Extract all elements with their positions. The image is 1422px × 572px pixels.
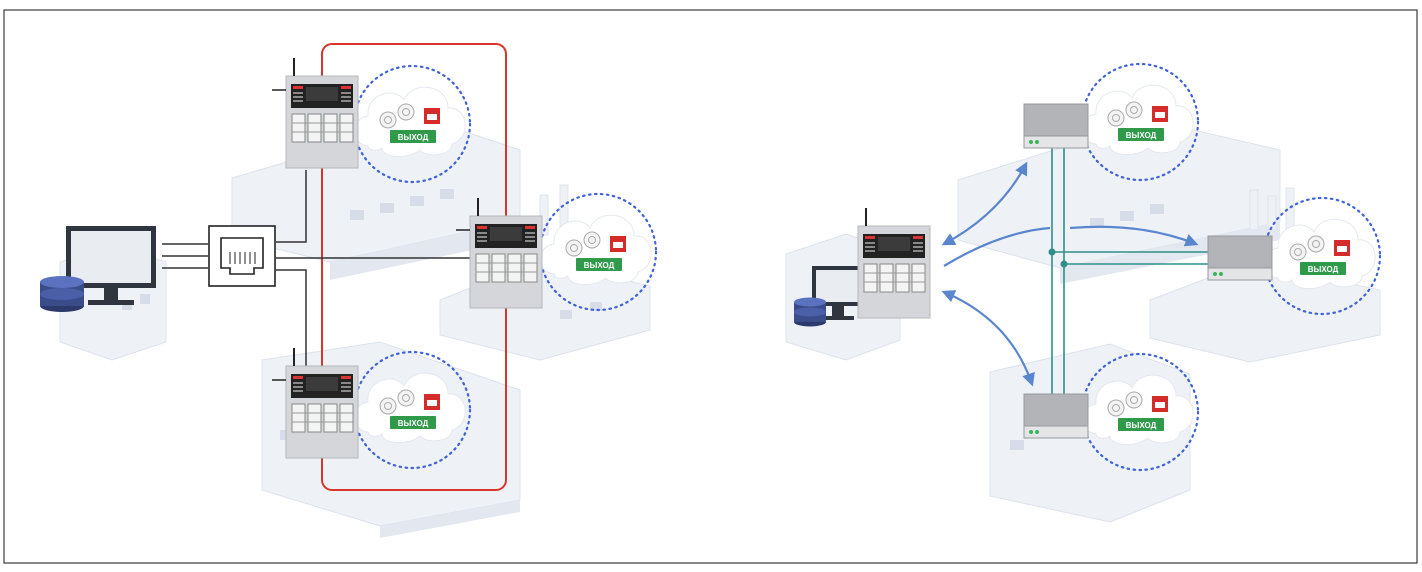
wireless-module-icon: [1207, 235, 1273, 281]
computer-monitor-icon: [812, 266, 864, 320]
radio-links: [941, 161, 1199, 387]
exit-sign-icon: ВЫХОД: [398, 419, 429, 428]
building-right-factory: [1149, 187, 1381, 363]
wireless-module-icon: [1023, 103, 1089, 149]
database-icon: [794, 297, 826, 327]
rj45-switch-icon: [208, 225, 276, 287]
exit-sign-icon: ВЫХОД: [584, 261, 615, 270]
left-scheme: ВЫХОД ВЫХОД ВЫХОД: [40, 43, 658, 538]
database-icon: [40, 276, 84, 312]
detector-cloud-top-left: ВЫХОД: [352, 64, 472, 184]
exit-sign-icon: ВЫХОД: [1308, 265, 1339, 274]
wireless-module-icon: [1023, 393, 1089, 439]
detector-cloud-middle-left: ВЫХОД: [538, 192, 658, 312]
exit-sign-icon: ВЫХОД: [1126, 421, 1157, 430]
ethernet-wires: [162, 170, 470, 370]
control-panel-icon: [272, 57, 359, 169]
right-scheme: ВЫХОД ВЫХОД ВЫХОД: [785, 62, 1382, 523]
detector-cloud-middle-right: ВЫХОД: [1262, 196, 1382, 316]
control-panel-icon: [456, 197, 543, 309]
detector-cloud-top-right: ВЫХОД: [1080, 62, 1200, 182]
outer-frame: [3, 9, 1418, 564]
exit-sign-icon: ВЫХОД: [398, 133, 429, 142]
control-panel-icon: [857, 207, 931, 319]
control-panel-icon: [272, 347, 359, 459]
wired-bus: [1048, 148, 1208, 394]
computer-monitor-icon: [66, 226, 156, 305]
detector-cloud-bottom-left: ВЫХОД: [352, 350, 472, 470]
detector-cloud-bottom-right: ВЫХОД: [1080, 352, 1200, 472]
exit-sign-icon: ВЫХОД: [1126, 131, 1157, 140]
